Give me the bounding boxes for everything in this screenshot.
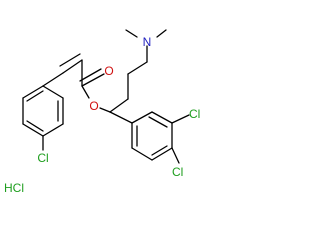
ester-oxygen-label: O — [89, 99, 98, 113]
dichlorophenyl-ring — [131, 111, 190, 164]
chlorine-3-label: Cl — [172, 165, 183, 179]
chlorophenyl-ring — [22, 85, 64, 151]
carbonyl-oxygen-label: O — [104, 64, 113, 78]
chlorine-4-label: Cl — [189, 107, 200, 121]
dimethylamino-bonds — [125, 29, 167, 63]
hydrochloride-label: HCl — [4, 181, 24, 195]
alkyl-chain-bonds — [109, 61, 148, 124]
molecule-structure: N O O Cl Cl Cl HCl — [4, 29, 200, 195]
ester-bonds — [79, 59, 111, 113]
para-chlorine-label: Cl — [37, 151, 48, 165]
alkene-bonds — [42, 53, 83, 87]
nitrogen-label: N — [143, 35, 152, 49]
